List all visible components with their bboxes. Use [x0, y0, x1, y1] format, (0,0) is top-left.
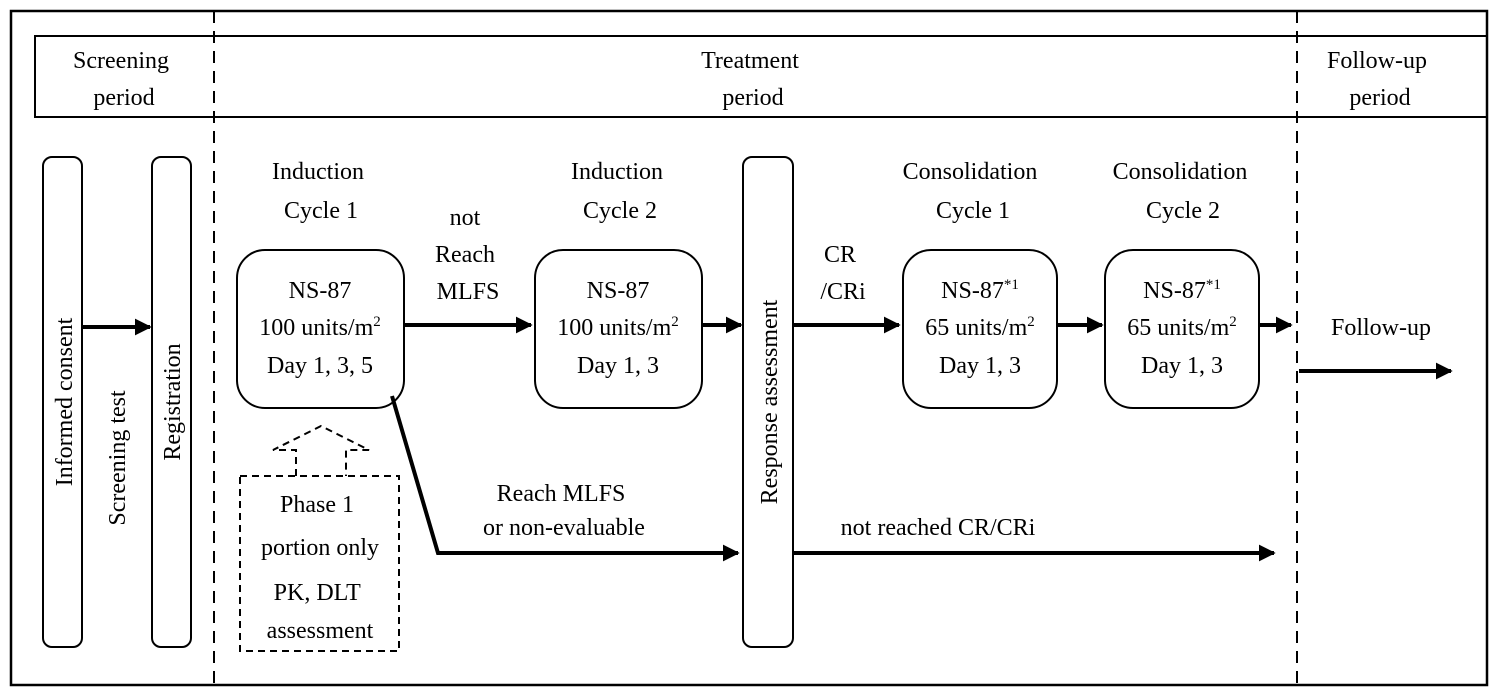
phase1-note-box: [239, 475, 400, 652]
informed-consent-label: Informed consent: [52, 317, 78, 486]
reach-mlfs-arrow: [390, 395, 740, 562]
induction1-title: Induction Cycle 1: [272, 159, 370, 224]
induction1-box: [236, 249, 405, 409]
consolidation1-dose-exp: 2: [1027, 314, 1035, 330]
treatment-period-line2: period: [722, 85, 783, 111]
followup-period-line2: period: [1349, 85, 1410, 111]
consolidation1-title-line2: Cycle 1: [936, 198, 1010, 224]
consolidation2-drug-name: NS-87: [1143, 278, 1206, 304]
induction2-title-line1: Induction: [571, 159, 663, 185]
phase1-dashed-arrow: [272, 424, 370, 476]
informed-consent-bar: [42, 156, 83, 648]
screening-period-line1: Screening: [73, 48, 169, 74]
consolidation1-title-line1: Consolidation: [903, 159, 1038, 185]
induction2-title-line2: Cycle 2: [583, 198, 657, 224]
not-reach-line3: MLFS: [437, 279, 500, 305]
followup-period-line1: Follow-up: [1327, 48, 1427, 74]
cr-line1: CR: [824, 242, 856, 268]
consolidation1-drug-note: *1: [1004, 277, 1019, 293]
treatment-period-label: Treatment period: [701, 48, 805, 111]
phase1-assessment-text: PK, DLT assessment: [267, 580, 374, 644]
consolidation2-dose-exp: 2: [1229, 314, 1237, 330]
induction2-dose-exp: 2: [671, 314, 679, 330]
induction1-drug: NS-87: [289, 278, 352, 304]
not-reached-cr-label: not reached CR/CRi: [841, 515, 1036, 541]
consolidation2-title-line1: Consolidation: [1113, 159, 1248, 185]
registration-label: Registration: [160, 343, 186, 460]
reach-mlfs-line2: or non-evaluable: [483, 515, 645, 541]
phase1-line3: PK, DLT: [274, 580, 361, 606]
followup-label: Follow-up: [1331, 315, 1431, 341]
consolidation2-title: Consolidation Cycle 2: [1113, 159, 1254, 224]
consolidation2-title-line2: Cycle 2: [1146, 198, 1220, 224]
induction2-dose-value: 100 units/m: [557, 315, 671, 341]
phase1-line1: Phase 1: [280, 492, 354, 518]
not-reach-line2: Reach: [435, 242, 495, 268]
reach-mlfs-line1: Reach MLFS: [497, 481, 626, 507]
registration-bar: [151, 156, 192, 648]
screening-test-label: Screening test: [105, 390, 131, 526]
consolidation1-drug-name: NS-87: [941, 278, 1004, 304]
induction1-title-line2: Cycle 1: [284, 198, 358, 224]
treatment-period-line1: Treatment: [701, 48, 799, 74]
induction1-dose-value: 100 units/m: [259, 315, 373, 341]
not-reach-mlfs-label: not Reach MLFS: [435, 205, 501, 305]
consolidation1-title: Consolidation Cycle 1: [903, 159, 1044, 224]
response-assessment-bar: [742, 156, 794, 648]
induction1-dose-exp: 2: [373, 314, 381, 330]
consolidation1-drug: NS-87*1: [941, 277, 1019, 304]
cr-line2: /CRi: [820, 279, 866, 305]
consolidation1-box: [902, 249, 1058, 409]
consolidation2-drug: NS-87*1: [1143, 277, 1221, 304]
followup-period-label: Follow-up period: [1327, 48, 1433, 111]
phase1-line2: portion only: [261, 535, 379, 561]
induction1-dose: 100 units/m2: [259, 314, 381, 341]
screening-period-line2: period: [93, 85, 154, 111]
induction2-days: Day 1, 3: [577, 353, 659, 379]
not-reach-line1: not: [450, 205, 481, 231]
consolidation1-days: Day 1, 3: [939, 353, 1021, 379]
screening-period-label: Screening period: [73, 48, 175, 111]
consolidation2-box: [1104, 249, 1260, 409]
induction1-title-line1: Induction: [272, 159, 364, 185]
induction2-dose: 100 units/m2: [557, 314, 679, 341]
consolidation2-dose: 65 units/m2: [1127, 314, 1237, 341]
induction2-drug: NS-87: [587, 278, 650, 304]
consolidation2-days: Day 1, 3: [1141, 353, 1223, 379]
induction2-box: [534, 249, 703, 409]
reach-mlfs-label: Reach MLFS or non-evaluable: [483, 481, 645, 541]
period-header-box: [34, 35, 1488, 118]
cr-cri-label: CR /CRi: [820, 242, 866, 305]
induction2-title: Induction Cycle 2: [571, 159, 669, 224]
consolidation2-drug-note: *1: [1206, 277, 1221, 293]
phase1-line4: assessment: [267, 618, 374, 644]
consolidation2-dose-value: 65 units/m: [1127, 315, 1229, 341]
consolidation1-dose: 65 units/m2: [925, 314, 1035, 341]
response-assessment-label: Response assessment: [757, 299, 783, 504]
consolidation1-dose-value: 65 units/m: [925, 315, 1027, 341]
induction1-days: Day 1, 3, 5: [267, 353, 373, 379]
phase1-note-text: Phase 1 portion only: [261, 492, 379, 561]
